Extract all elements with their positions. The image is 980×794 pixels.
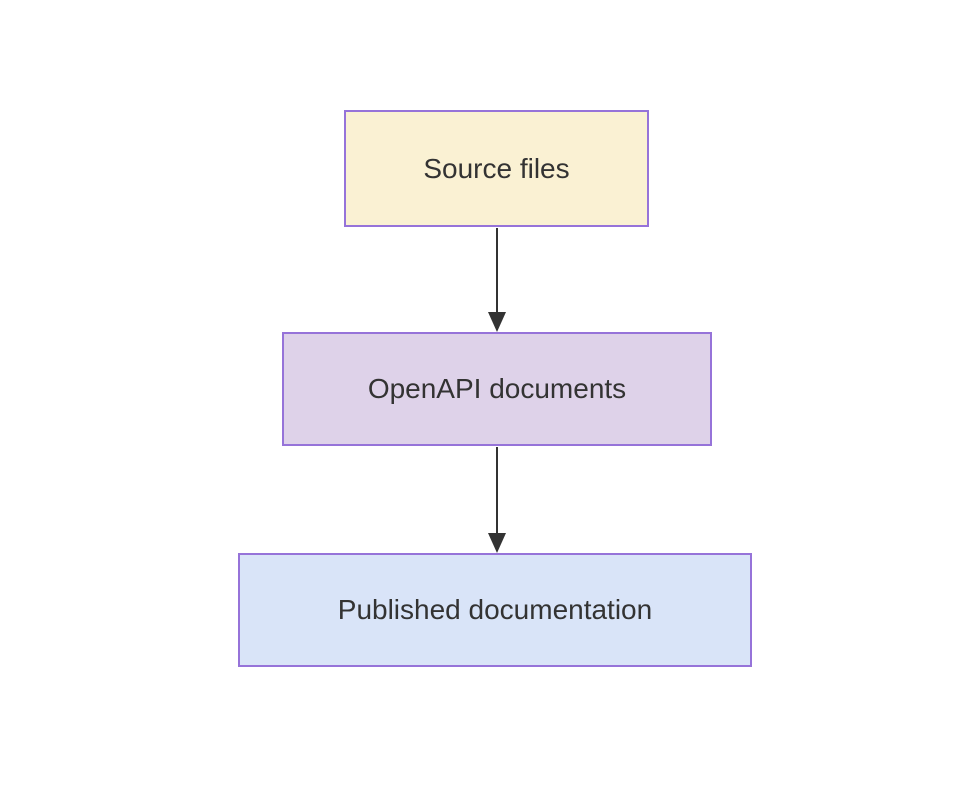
edge-source-to-openapi: [488, 228, 506, 332]
node-source-files-label: Source files: [423, 152, 570, 184]
node-openapi-documents-label: OpenAPI documents: [367, 373, 627, 405]
node-openapi-documents: OpenAPI documents: [282, 332, 712, 446]
arrowhead-down-icon: [488, 312, 506, 332]
node-published-documentation: Published documentation: [238, 553, 752, 667]
node-published-documentation-label: Published documentation: [337, 594, 653, 626]
arrowhead-down-icon: [488, 533, 506, 553]
edge-openapi-to-published: [488, 447, 506, 553]
node-source-files: Source files: [344, 110, 649, 227]
